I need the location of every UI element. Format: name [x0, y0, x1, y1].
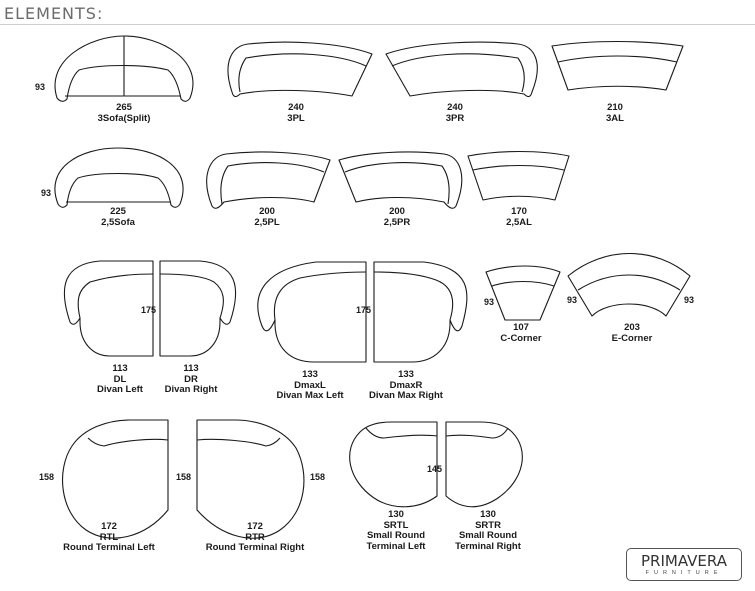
label-code: 2,5AL	[506, 216, 532, 228]
label-size: 113	[112, 363, 128, 374]
shape-rtl	[62, 419, 169, 539]
label-code: 3PL	[287, 112, 305, 124]
label-3al: 210 3AL	[606, 102, 624, 124]
shape-e-corner	[567, 252, 691, 317]
dim-rtl-depth: 158	[39, 472, 55, 482]
label-25al: 170 2,5AL	[506, 206, 532, 228]
label-code: DL	[113, 373, 127, 385]
dim-ccorner-depth: 93	[484, 297, 495, 307]
dim-rtr-left-depth: 158	[176, 472, 192, 482]
label-25pr: 200 2,5PR	[383, 206, 411, 228]
brand-logo: PRIMAVERA FURNITURE	[626, 548, 742, 581]
dim-rtr-right-depth: 158	[310, 472, 326, 482]
label-size: 203	[624, 322, 640, 333]
label-size: 265	[116, 102, 132, 113]
dim-25sofa-depth: 93	[41, 188, 52, 198]
shape-3pl	[227, 41, 373, 98]
shape-25al	[467, 150, 570, 201]
label-desc: Divan Max Right	[369, 390, 443, 401]
label-code: 3PR	[445, 112, 465, 124]
label-size: 240	[288, 102, 304, 113]
label-size: 130	[388, 509, 404, 520]
label-desc-2: Terminal Right	[455, 540, 521, 552]
label-code: E-Corner	[611, 332, 653, 344]
label-size: 133	[398, 369, 414, 380]
label-size: 240	[447, 102, 463, 113]
label-size: 172	[247, 521, 263, 532]
dim-divanmax-depth: 175	[356, 305, 372, 315]
label-srtl: 130 SRTL Small Round Terminal Left	[366, 509, 426, 552]
dim-ecorner-right: 93	[684, 295, 695, 305]
label-code: C-Corner	[500, 332, 542, 344]
label-rtr: 172 RTR Round Terminal Right	[205, 521, 305, 554]
dim-srt-depth: 145	[427, 464, 443, 474]
shape-3pr	[385, 41, 538, 98]
label-code: RTR	[245, 531, 265, 543]
dim-ecorner-left: 93	[567, 295, 578, 305]
label-c-corner: 107 C-Corner	[500, 322, 542, 344]
label-size: 200	[259, 206, 275, 217]
shape-dmaxl	[257, 261, 367, 363]
label-desc: Round Terminal Left	[63, 542, 155, 553]
label-code: RTL	[99, 531, 119, 543]
label-desc: Divan Max Left	[276, 390, 344, 401]
label-desc: Round Terminal Right	[205, 542, 305, 553]
label-rtl: 172 RTL Round Terminal Left	[63, 521, 155, 554]
label-size: 170	[511, 206, 527, 217]
label-size: 225	[110, 206, 126, 217]
shape-dr	[159, 260, 237, 357]
label-code: DmaxR	[389, 379, 423, 391]
label-3pr: 240 3PR	[445, 102, 465, 124]
label-size: 172	[101, 521, 117, 532]
label-code: DR	[184, 373, 198, 385]
label-dl: 113 DL Divan Left	[97, 363, 143, 396]
label-code: 3Sofa(Split)	[97, 112, 151, 124]
shape-3al	[551, 40, 684, 91]
shape-25pl	[206, 151, 331, 209]
logo-subtitle: FURNITURE	[645, 570, 723, 576]
shape-25sofa	[54, 147, 184, 208]
label-code: SRTR	[475, 519, 501, 531]
shape-dmaxr	[373, 261, 468, 363]
label-3sofa-split: 265 3Sofa(Split)	[97, 102, 151, 124]
shape-25pr	[338, 151, 463, 209]
label-code: 2,5Sofa	[101, 216, 135, 228]
shape-rtr	[196, 419, 305, 539]
label-size: 210	[607, 102, 623, 113]
label-desc: Small Round	[366, 530, 426, 541]
label-desc: Divan Left	[97, 384, 143, 395]
dim-divan-depth: 175	[141, 305, 157, 315]
label-size: 107	[513, 322, 529, 333]
label-code: 2,5PR	[383, 216, 411, 228]
dim-3sofa-depth: 93	[35, 82, 46, 92]
label-size: 113	[183, 363, 199, 374]
label-size: 133	[302, 369, 318, 380]
label-size: 200	[389, 206, 405, 217]
label-25sofa: 225 2,5Sofa	[101, 206, 135, 228]
label-code: 2,5PL	[254, 216, 280, 228]
shape-srtl	[349, 421, 438, 508]
shape-srtr	[445, 421, 523, 508]
logo-brand: PRIMAVERA	[641, 552, 727, 570]
shape-3sofa-split	[54, 35, 194, 102]
label-code: 3AL	[606, 112, 624, 124]
shape-dl	[63, 260, 154, 357]
page-heading: ELEMENTS:	[4, 4, 104, 23]
label-dmaxr: 133 DmaxR Divan Max Right	[369, 369, 443, 402]
label-code: DmaxL	[294, 379, 326, 391]
label-dr: 113 DR Divan Right	[164, 363, 218, 396]
label-25pl: 200 2,5PL	[254, 206, 280, 228]
label-size: 130	[480, 509, 496, 520]
label-3pl: 240 3PL	[287, 102, 305, 124]
label-desc: Small Round	[458, 530, 518, 541]
label-desc: Divan Right	[164, 384, 218, 395]
label-code: SRTL	[383, 519, 409, 531]
shape-c-corner	[485, 265, 561, 321]
label-dmaxl: 133 DmaxL Divan Max Left	[276, 369, 344, 402]
label-desc-2: Terminal Left	[366, 540, 426, 552]
label-srtr: 130 SRTR Small Round Terminal Right	[455, 509, 521, 552]
label-e-corner: 203 E-Corner	[611, 322, 653, 344]
top-divider	[0, 24, 755, 25]
